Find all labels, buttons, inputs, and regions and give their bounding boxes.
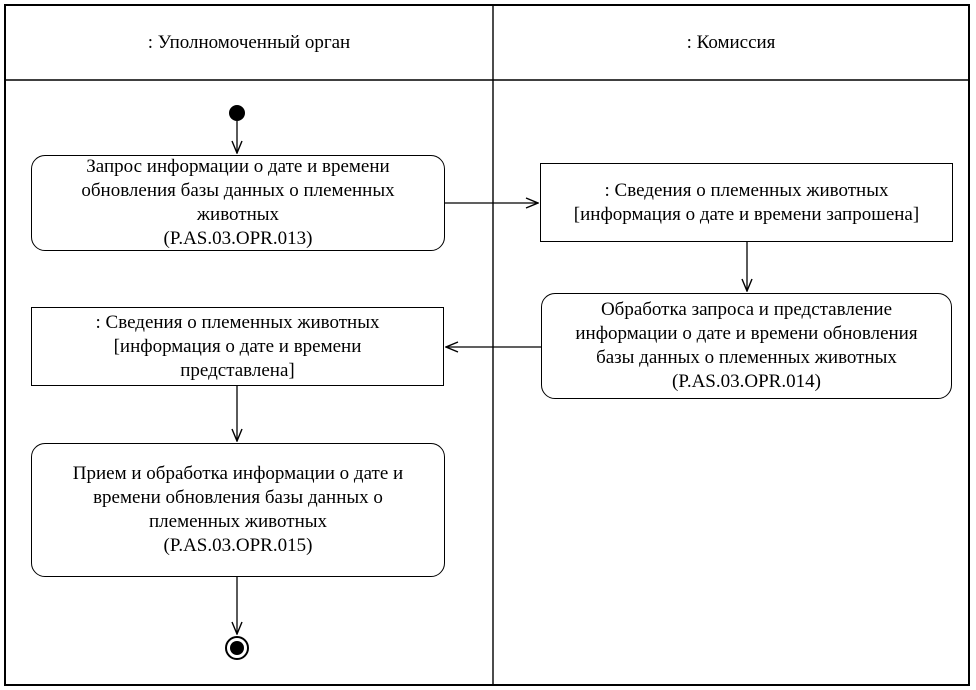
lane-title: : Уполномоченный орган (147, 31, 351, 53)
lane-title: : Комиссия (686, 31, 776, 53)
initial-node-icon (229, 105, 245, 121)
lane-header-commission: : Комиссия (493, 5, 969, 80)
activity-node-label: Запрос информации о дате и времени обнов… (81, 156, 395, 249)
activity-node-label: Обработка запроса и представление информ… (575, 299, 918, 392)
object-node-info-provided: : Сведения о племенных животных [информа… (31, 307, 444, 386)
activity-node-opr-013: Запрос информации о дате и времени обнов… (31, 155, 445, 251)
activity-node-opr-014: Обработка запроса и представление информ… (541, 293, 952, 399)
swimlane-outer-border (4, 4, 970, 686)
activity-node-label: Прием и обработка информации о дате и вр… (72, 463, 404, 556)
activity-node-opr-015: Прием и обработка информации о дате и вр… (31, 443, 445, 577)
lane-header-authorized-body: : Уполномоченный орган (5, 5, 493, 80)
final-node-icon (230, 641, 244, 655)
object-node-info-requested: : Сведения о племенных животных [информа… (540, 163, 953, 242)
object-node-label: : Сведения о племенных животных [информа… (573, 179, 920, 225)
object-node-label: : Сведения о племенных животных [информа… (95, 311, 380, 381)
